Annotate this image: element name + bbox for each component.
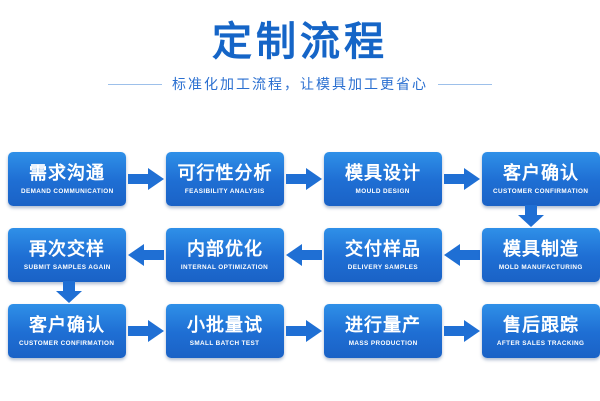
flow-step-mass-production[interactable]: 进行量产 MASS PRODUCTION [324, 304, 442, 358]
flow-step-label-en: SUBMIT SAMPLES AGAIN [23, 263, 111, 271]
arrow-down-icon-row2-to-row3 [56, 281, 82, 303]
flow-step-customer-confirmation-2[interactable]: 客户确认 CUSTOMER CONFIRMATION [8, 304, 126, 358]
flow-step-label-en: AFTER SALES TRACKING [497, 339, 585, 347]
arrow-right-icon [442, 319, 482, 343]
arrow-left-icon [126, 243, 166, 267]
flow-step-label-en: DEMAND COMMUNICATION [20, 187, 114, 195]
flow-step-label-en: FEASIBILITY ANALYSIS [185, 187, 265, 195]
flow-step-label-en: DELIVERY SAMPLES [347, 263, 419, 271]
flow-step-label-en: CUSTOMER CONFIRMATION [19, 339, 115, 347]
flow-diagram: 需求沟通 DEMAND COMMUNICATION 可行性分析 FEASIBIL… [0, 148, 600, 376]
page-title: 定制流程 [212, 20, 388, 64]
flow-step-label-cn: 需求沟通 [29, 162, 105, 183]
flow-step-feasibility-analysis[interactable]: 可行性分析 FEASIBILITY ANALYSIS [166, 152, 284, 206]
subtitle-wrap: 标准化加工流程，让模具加工更省心 [0, 74, 600, 114]
flow-step-submit-samples-again[interactable]: 再次交样 SUBMIT SAMPLES AGAIN [8, 228, 126, 282]
flow-step-small-batch-test[interactable]: 小批量试 SMALL BATCH TEST [166, 304, 284, 358]
arrow-right-icon [284, 167, 324, 191]
arrow-left-icon [284, 243, 324, 267]
arrow-right-icon [442, 167, 482, 191]
flow-row-1: 需求沟通 DEMAND COMMUNICATION 可行性分析 FEASIBIL… [0, 148, 600, 210]
flow-row-3: 客户确认 CUSTOMER CONFIRMATION 小批量试 SMALL BA… [0, 300, 600, 362]
flow-step-label-cn: 客户确认 [503, 162, 579, 183]
arrow-right-icon [126, 167, 166, 191]
flow-step-label-en: SMALL BATCH TEST [190, 339, 260, 347]
flow-step-label-cn: 客户确认 [29, 314, 105, 335]
flow-step-label-cn: 模具设计 [345, 162, 421, 183]
page-subtitle: 标准化加工流程，让模具加工更省心 [162, 74, 438, 94]
flow-step-label-en: MOLD MANUFACTURING [499, 263, 583, 271]
flow-step-label-cn: 模具制造 [503, 238, 579, 259]
arrow-right-icon [126, 319, 166, 343]
flow-step-label-cn: 再次交样 [29, 238, 105, 259]
header: 定制流程 标准化加工流程，让模具加工更省心 [0, 0, 600, 135]
flow-step-label-cn: 进行量产 [345, 314, 421, 335]
flow-step-label-en: INTERNAL OPTIMIZATION [181, 263, 269, 271]
flow-step-mold-manufacturing[interactable]: 模具制造 MOLD MANUFACTURING [482, 228, 600, 282]
flow-step-label-cn: 交付样品 [345, 238, 421, 259]
flow-step-internal-optimization[interactable]: 内部优化 INTERNAL OPTIMIZATION [166, 228, 284, 282]
flow-row-2: 再次交样 SUBMIT SAMPLES AGAIN 内部优化 INTERNAL … [0, 224, 600, 286]
flow-step-demand-communication[interactable]: 需求沟通 DEMAND COMMUNICATION [8, 152, 126, 206]
arrow-left-icon [442, 243, 482, 267]
flow-step-label-cn: 内部优化 [187, 238, 263, 259]
flow-step-label-cn: 小批量试 [187, 314, 263, 335]
arrow-down-icon-row1-to-row2 [518, 205, 544, 227]
flow-step-customer-confirmation-1[interactable]: 客户确认 CUSTOMER CONFIRMATION [482, 152, 600, 206]
flow-step-label-cn: 可行性分析 [177, 162, 273, 183]
flow-step-label-en: MOULD DESIGN [355, 187, 411, 195]
flow-step-label-en: CUSTOMER CONFIRMATION [493, 187, 589, 195]
arrow-right-icon [284, 319, 324, 343]
flow-step-mould-design[interactable]: 模具设计 MOULD DESIGN [324, 152, 442, 206]
flow-step-label-cn: 售后跟踪 [503, 314, 579, 335]
flow-step-after-sales-tracking[interactable]: 售后跟踪 AFTER SALES TRACKING [482, 304, 600, 358]
flow-step-label-en: MASS PRODUCTION [348, 339, 418, 347]
flow-step-delivery-samples[interactable]: 交付样品 DELIVERY SAMPLES [324, 228, 442, 282]
